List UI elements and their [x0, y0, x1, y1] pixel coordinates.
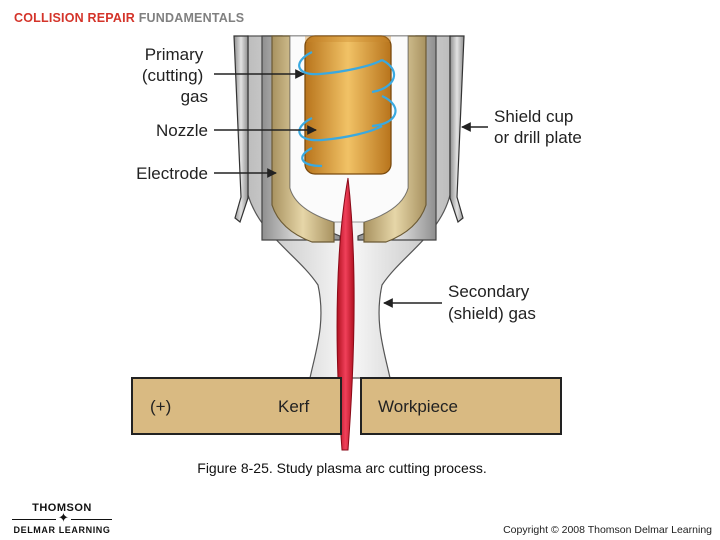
label-primary-gas: Primary (cutting) gas	[142, 45, 208, 106]
shield-cup-right	[449, 35, 465, 224]
header-title: COLLISION REPAIR FUNDAMENTALS	[14, 11, 244, 25]
label-kerf: Kerf	[278, 397, 309, 416]
workpiece-right	[360, 377, 562, 435]
shield-cup-left	[233, 35, 249, 224]
logo-bottom-text: DELMAR LEARNING	[13, 525, 111, 535]
label-nozzle: Nozzle	[156, 121, 208, 140]
logo-top-text: THOMSON	[32, 502, 92, 514]
label-workpiece: Workpiece	[378, 397, 458, 416]
label-shield-cup-line-2: or drill plate	[494, 128, 582, 147]
workpiece-left	[131, 377, 342, 435]
label-secondary-gas-line-1: Secondary	[448, 282, 530, 301]
label-primary-gas-line-3: gas	[181, 87, 208, 106]
label-shield-cup: Shield cup or drill plate	[494, 107, 582, 147]
logo-rule: ✦	[12, 511, 112, 525]
electrode-tip	[305, 36, 391, 42]
thomson-delmar-logo: THOMSON ✦ DELMAR LEARNING	[12, 502, 112, 535]
figure-caption: Figure 8-25. Study plasma arc cutting pr…	[197, 460, 487, 476]
header-title-part-1: COLLISION REPAIR	[14, 11, 136, 25]
label-secondary-gas: Secondary (shield) gas	[448, 282, 536, 323]
label-primary-gas-line-1: Primary	[145, 45, 204, 64]
label-primary-gas-line-2: (cutting)	[142, 66, 203, 85]
header-title-part-2: FUNDAMENTALS	[135, 11, 245, 25]
label-electrode: Electrode	[136, 164, 208, 183]
copyright-notice: Copyright © 2008 Thomson Delmar Learning	[503, 524, 712, 536]
label-shield-cup-line-1: Shield cup	[494, 107, 573, 126]
gas-swirl	[298, 51, 397, 168]
label-secondary-gas-line-2: (shield) gas	[448, 304, 536, 323]
label-positive: (+)	[150, 397, 171, 416]
star-icon: ✦	[56, 510, 71, 525]
electrode	[304, 35, 392, 175]
